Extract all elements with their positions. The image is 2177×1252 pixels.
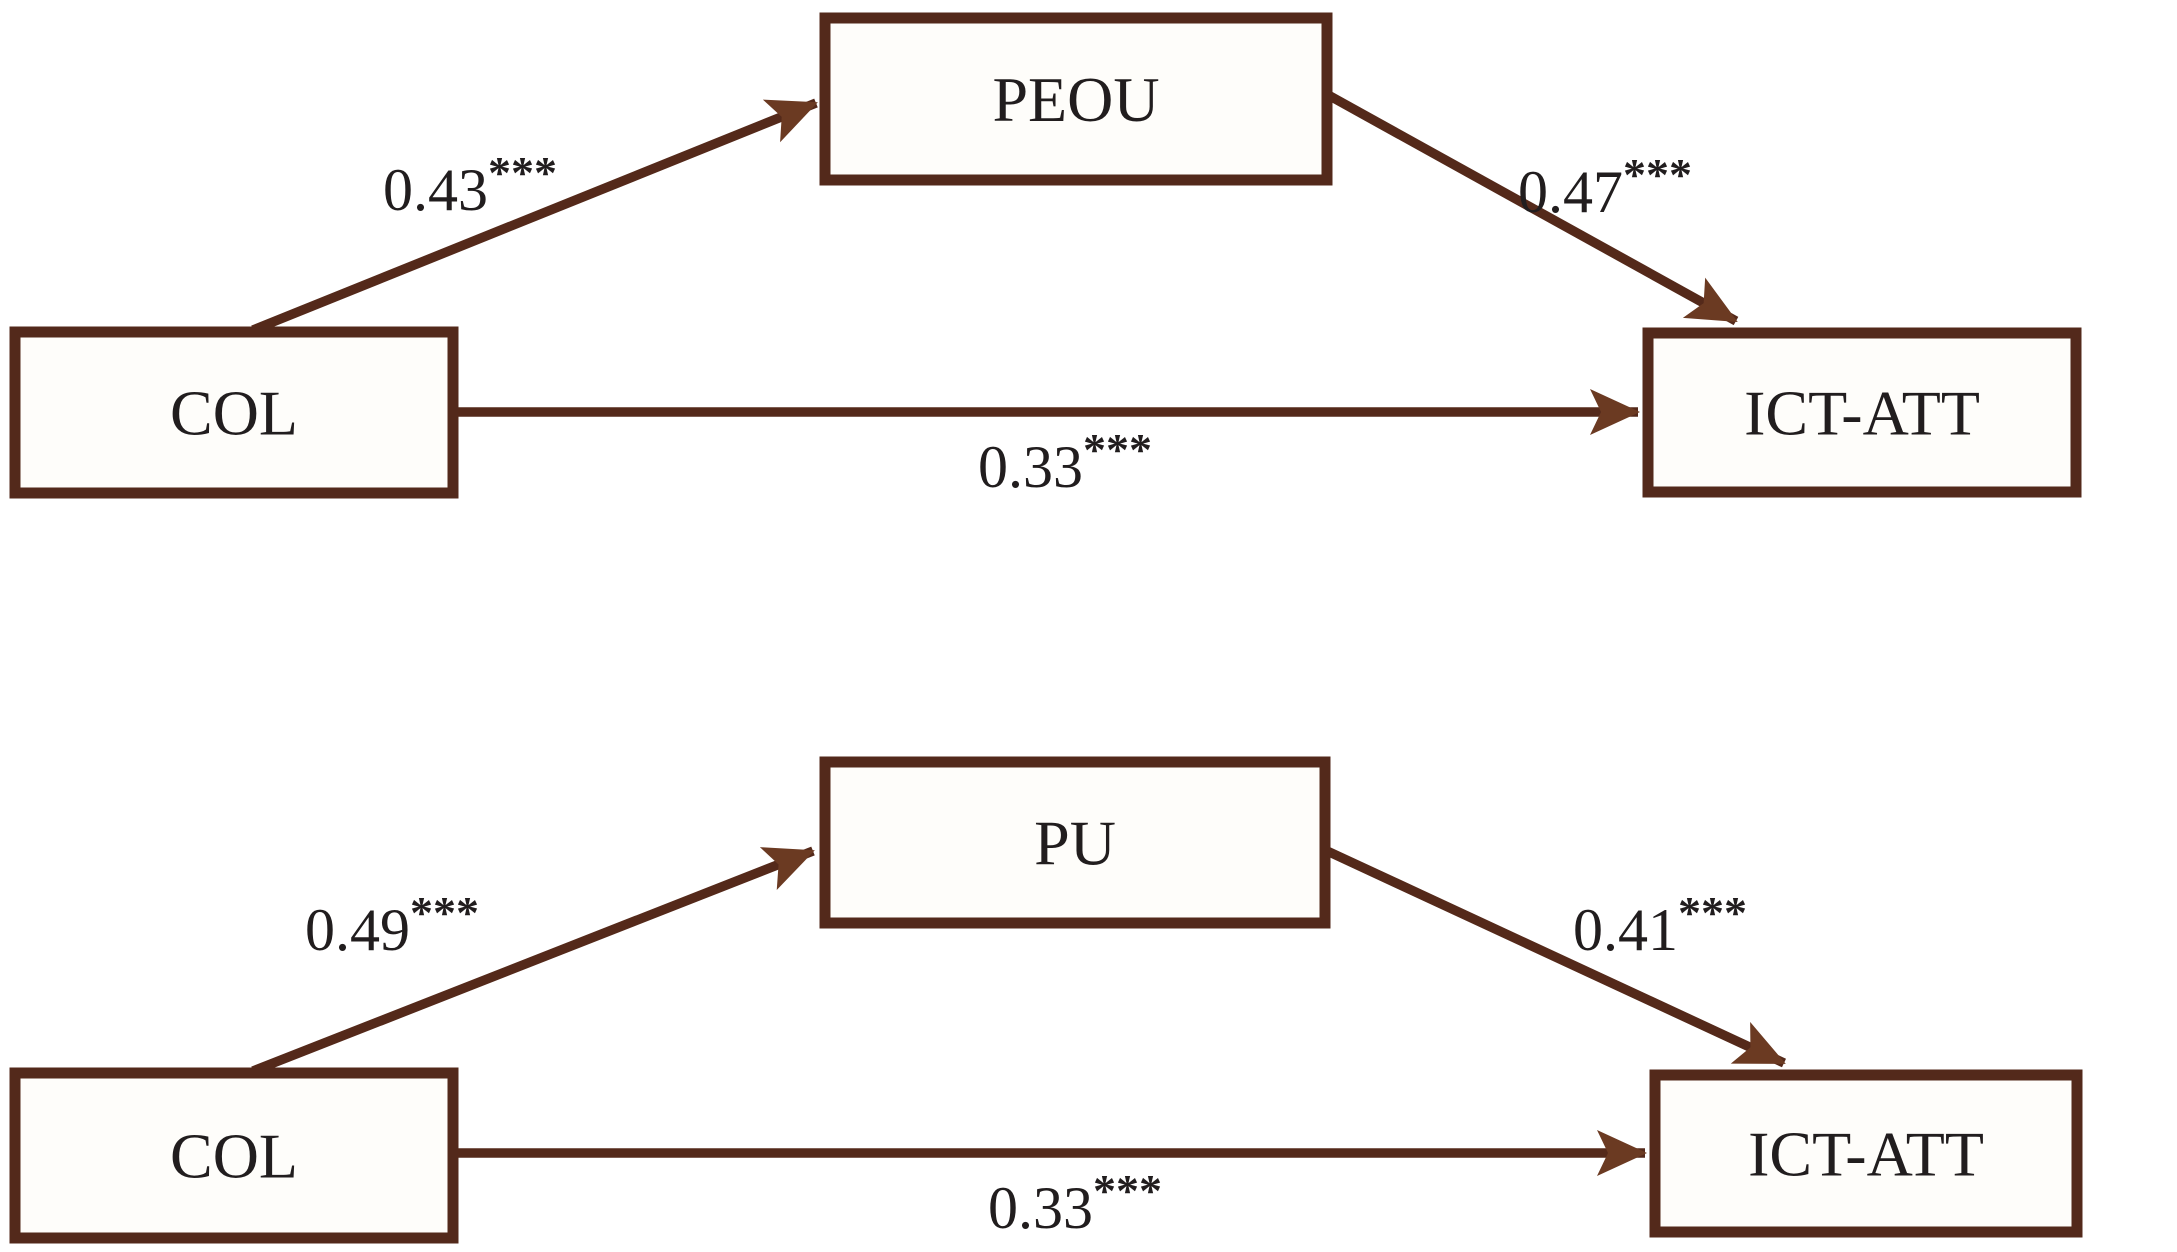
coefficient-value: 0.49 (305, 897, 410, 963)
node-col-box (9, 326, 459, 499)
node-pu-label: PU (1034, 808, 1116, 879)
edge-peou-ictatt-coefficient-label: 0.47*** (1518, 149, 1692, 225)
coefficient-value: 0.33 (988, 1175, 1093, 1241)
node-peou-label: PEOU (992, 64, 1159, 135)
edge-peou-ictatt-arrow (1327, 91, 1739, 326)
coefficient-value: 0.41 (1573, 897, 1678, 963)
node-ictatt-label: ICT-ATT (1748, 1119, 1984, 1190)
coefficient-value: 0.43 (383, 157, 488, 223)
edge-col-pu-coefficient-label: 0.49*** (305, 887, 479, 963)
node-col-label: COL (170, 1121, 298, 1192)
edge-pu-ictatt-coefficient-label: 0.41*** (1573, 887, 1747, 963)
node-pu-box (819, 756, 1331, 929)
edge-pu-ictatt-arrow (1323, 845, 1786, 1068)
edge-col-pu-arrow (251, 846, 815, 1076)
node-col-label: COL (170, 378, 298, 449)
significance-stars: *** (1623, 149, 1692, 200)
coefficient-value: 0.33 (978, 434, 1083, 500)
coefficient-value: 0.47 (1518, 159, 1623, 225)
edge-col-ictatt-coefficient-label: 0.33*** (978, 424, 1152, 500)
significance-stars: *** (1678, 887, 1747, 938)
node-ictatt-box (1642, 327, 2082, 498)
node-ictatt-box (1649, 1069, 2083, 1238)
edge-col-peou-coefficient-label: 0.43*** (383, 147, 557, 223)
node-ictatt-label: ICT-ATT (1744, 378, 1980, 449)
edge-col-ictatt-coefficient-label: 0.33*** (988, 1165, 1162, 1241)
significance-stars: *** (488, 147, 557, 198)
significance-stars: *** (1083, 424, 1152, 475)
significance-stars: *** (1093, 1165, 1162, 1216)
edge-col-peou-arrow (251, 98, 818, 335)
node-col-box (9, 1067, 459, 1244)
significance-stars: *** (410, 887, 479, 938)
node-peou-box (819, 12, 1333, 186)
